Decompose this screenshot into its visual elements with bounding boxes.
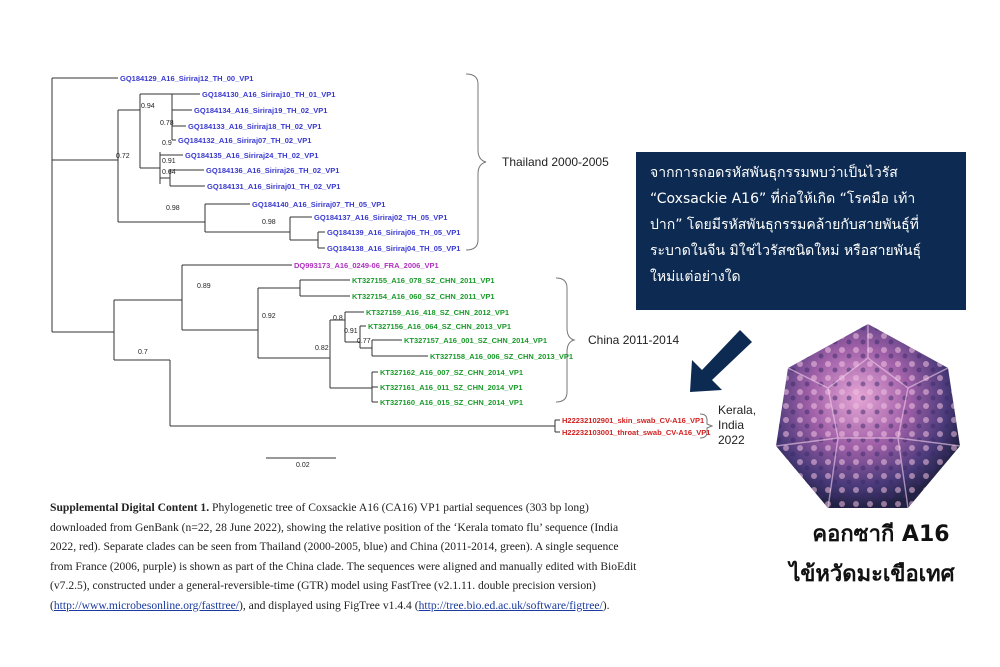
tree-branches	[51, 77, 560, 433]
leaf-thailand: GQ184136_A16_Siriraj26_TH_02_VP1	[206, 166, 339, 175]
china-bracket	[555, 277, 576, 403]
phylogenetic-tree: 0.02 0.94 0.78 0.9 0.91 0.64 0.72 0.98 0…	[51, 73, 752, 469]
leaf-china: KT327159_A16_418_SZ_CHN_2012_VP1	[366, 308, 509, 317]
leaf-kerala: H22232102901_skin_swab_CV-A16_VP1	[562, 416, 704, 425]
leaf-china: KT327154_A16_060_SZ_CHN_2011_VP1	[352, 292, 495, 301]
callout-line: “Coxsackie A16” ที่ก่อให้เกิด “โรคมือ เท…	[650, 191, 916, 207]
leaf-thailand: GQ184129_A16_Siriraj12_TH_00_VP1	[120, 74, 253, 83]
kerala-line: 2022	[718, 433, 745, 447]
leaf-china: KT327156_A16_064_SZ_CHN_2013_VP1	[368, 322, 511, 331]
support-value: 0.94	[141, 103, 155, 110]
figure-caption: Supplemental Digital Content 1. Phylogen…	[50, 498, 640, 615]
leaf-china: KT327157_A16_001_SZ_CHN_2014_VP1	[404, 336, 547, 345]
leaf-thailand: GQ184140_A16_Siriraj07_TH_05_VP1	[252, 200, 385, 209]
callout-line: ปาก” โดยมีรหัสพันธุกรรมคล้ายกับสายพันธุ์…	[650, 217, 919, 233]
leaf-labels: GQ184129_A16_Siriraj12_TH_00_VP1 GQ18413…	[120, 74, 710, 437]
caption-mid: ), and displayed using FigTree v1.4.4 (	[239, 598, 419, 612]
support-value: 0.72	[116, 153, 130, 160]
leaf-thailand: GQ184131_A16_Siriraj01_TH_02_VP1	[207, 182, 340, 191]
support-values: 0.94 0.78 0.9 0.91 0.64 0.72 0.98 0.98 0…	[116, 103, 371, 356]
arrow-icon	[690, 330, 752, 392]
kerala-bracket	[699, 413, 714, 439]
support-value: 0.8	[333, 315, 343, 322]
support-value: 0.98	[166, 205, 180, 212]
leaf-china: KT327155_A16_078_SZ_CHN_2011_VP1	[352, 276, 495, 285]
leaf-thailand: GQ184138_A16_Siriraj04_TH_05_VP1	[327, 244, 460, 253]
support-value: 0.89	[197, 283, 211, 290]
kerala-line: India	[718, 418, 745, 432]
support-value: 0.77	[357, 338, 371, 345]
leaf-thailand: GQ184139_A16_Siriraj06_TH_05_VP1	[327, 228, 460, 237]
support-value: 0.91	[162, 158, 176, 165]
leaf-thailand: GQ184132_A16_Siriraj07_TH_02_VP1	[178, 136, 311, 145]
figtree-link[interactable]: http://tree.bio.ed.ac.uk/software/figtre…	[418, 598, 603, 612]
leaf-kerala: H22232103001_throat_swab_CV-A16_VP1	[562, 428, 710, 437]
support-value: 0.92	[262, 313, 276, 320]
leaf-thailand: GQ184130_A16_Siriraj10_TH_01_VP1	[202, 90, 335, 99]
callout-line: จากการถอดรหัสพันธุกรรมพบว่าเป็นไวรัส	[650, 165, 898, 181]
leaf-thailand: GQ184134_A16_Siriraj19_TH_02_VP1	[194, 106, 327, 115]
virus-particle-image	[775, 324, 961, 509]
leaf-china: KT327162_A16_007_SZ_CHN_2014_VP1	[380, 368, 523, 377]
leaf-thailand: GQ184137_A16_Siriraj02_TH_05_VP1	[314, 213, 447, 222]
fasttree-link[interactable]: http://www.microbesonline.org/fasttree/	[53, 598, 240, 612]
support-value: 0.98	[262, 219, 276, 226]
callout-line: ระบาดในจีน มิใช่ไวรัสชนิดใหม่ หรือสายพัน…	[650, 243, 922, 259]
leaf-china: KT327158_A16_006_SZ_CHN_2013_VP1	[430, 352, 573, 361]
leaf-thailand: GQ184133_A16_Siriraj18_TH_02_VP1	[188, 122, 321, 131]
support-value: 0.64	[162, 169, 176, 176]
clade-label-kerala: Kerala, India 2022	[718, 403, 756, 448]
leaf-thailand: GQ184135_A16_Siriraj24_TH_02_VP1	[185, 151, 318, 160]
kerala-line: Kerala,	[718, 403, 757, 417]
leaf-china: KT327161_A16_011_SZ_CHN_2014_VP1	[380, 383, 523, 392]
leaf-france: DQ993173_A16_0249-06_FRA_2006_VP1	[294, 261, 439, 270]
clade-label-china: China 2011-2014	[588, 333, 680, 347]
thai-callout-box: จากการถอดรหัสพันธุกรรมพบว่าเป็นไวรัส “Co…	[636, 152, 966, 310]
support-value: 0.91	[344, 328, 358, 335]
support-value: 0.7	[138, 349, 148, 356]
caption-body: Phylogenetic tree of Coxsackie A16 (CA16…	[50, 501, 637, 612]
callout-line: ใหม่แต่อย่างใด	[650, 269, 741, 285]
clade-label-thailand: Thailand 2000-2005	[502, 155, 609, 169]
virus-label: คอกซากี A16	[812, 522, 950, 547]
support-value: 0.82	[315, 345, 329, 352]
caption-end: ).	[602, 598, 610, 612]
support-value: 0.78	[160, 120, 174, 127]
virus-label-sub: ไข้หวัดมะเขือเทศ	[789, 562, 955, 587]
support-value: 0.9	[162, 140, 172, 147]
scale-label: 0.02	[296, 462, 310, 469]
leaf-china: KT327160_A16_015_SZ_CHN_2014_VP1	[380, 398, 523, 407]
caption-title: Supplemental Digital Content 1.	[50, 501, 210, 514]
thailand-bracket	[465, 73, 487, 251]
